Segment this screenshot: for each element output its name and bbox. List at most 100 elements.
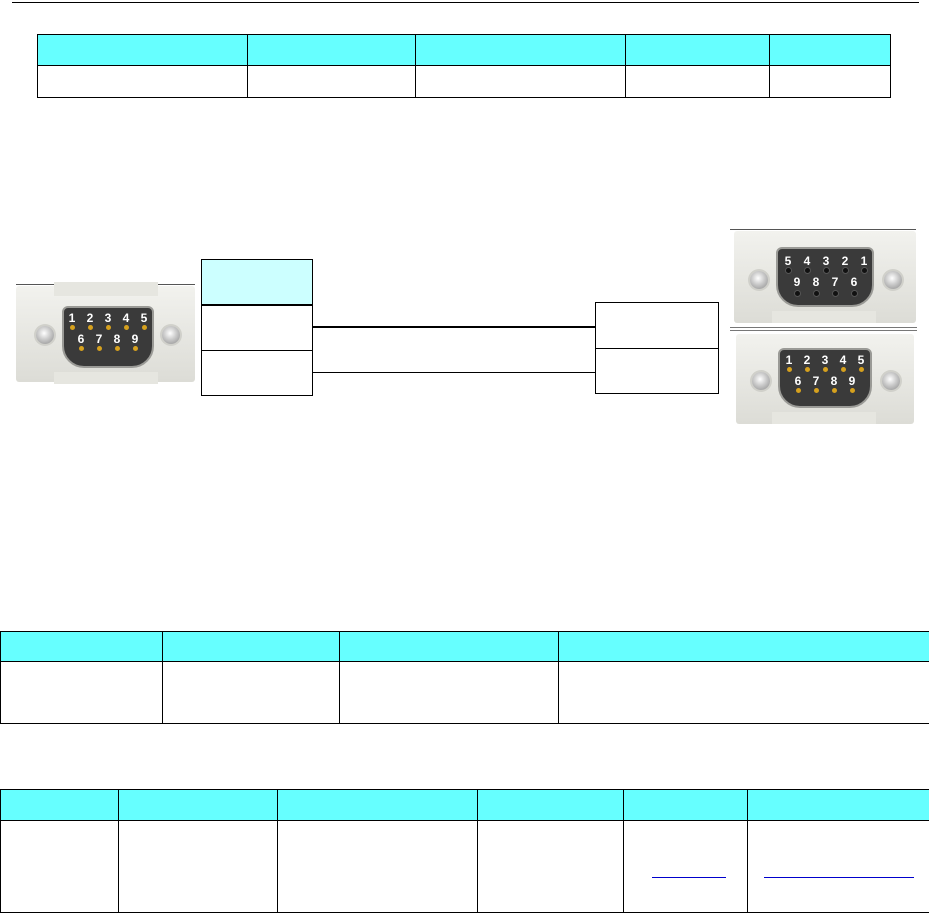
- table-cell[interactable]: [623, 820, 748, 913]
- pin-label: 1: [860, 254, 868, 268]
- db9-female-connector-left: 1 2 3 4 5 6 7 8 9: [16, 282, 195, 384]
- pin-dot: [805, 367, 810, 372]
- pin-label: 2: [841, 254, 849, 268]
- table-header-row: [0, 631, 929, 662]
- info-table-middle: [0, 631, 929, 724]
- pin-dot: [843, 268, 848, 273]
- table-header-row: [0, 789, 929, 821]
- connector-divider-line: [730, 327, 917, 328]
- pin-dot: [841, 367, 846, 372]
- pin-label: 2: [803, 353, 811, 367]
- pin-label: 7: [812, 374, 820, 388]
- pin-label: 8: [812, 275, 820, 289]
- wiring-pin-box-right: [595, 348, 719, 394]
- table-header-cell: [162, 631, 340, 662]
- pin-dot: [88, 325, 93, 330]
- pin-label: 2: [86, 311, 94, 325]
- hyperlink-underline[interactable]: [764, 877, 914, 878]
- pin-label: 1: [785, 353, 793, 367]
- connector-shell: [776, 247, 874, 307]
- table-cell: [477, 820, 624, 913]
- screw-icon: [752, 372, 770, 390]
- hyperlink-underline[interactable]: [652, 877, 726, 878]
- wiring-pin-box-right: [595, 302, 719, 349]
- pin-dot: [862, 268, 867, 273]
- screw-icon: [882, 372, 900, 390]
- db9-male-connector-right: 5 4 3 2 1 9 8 7 6: [730, 229, 916, 323]
- pin-label: 5: [857, 353, 865, 367]
- pin-label: 6: [794, 374, 802, 388]
- pin-label: 9: [793, 275, 801, 289]
- pin-dot: [852, 291, 857, 296]
- wire-line: [313, 326, 595, 328]
- pin-dot: [133, 346, 138, 351]
- pin-dot: [142, 325, 147, 330]
- table-cell: [162, 661, 340, 724]
- table-cell: [415, 65, 626, 98]
- pin-label: 9: [131, 332, 139, 346]
- pin-dot: [115, 346, 120, 351]
- table-cell: [0, 820, 119, 913]
- table-cell: [339, 661, 559, 724]
- pin-dot: [97, 346, 102, 351]
- wiring-pin-box-left: [201, 350, 313, 396]
- screw-icon: [750, 271, 768, 289]
- pin-label: 7: [95, 332, 103, 346]
- pin-dot: [814, 388, 819, 393]
- connector-tab: [54, 282, 158, 296]
- table-cell: [247, 65, 416, 98]
- table-cell: [0, 661, 163, 724]
- pin-label: 1: [68, 311, 76, 325]
- pin-label: 8: [113, 332, 121, 346]
- table-cell: [37, 65, 248, 98]
- screw-icon: [36, 326, 54, 344]
- pin-label: 6: [77, 332, 85, 346]
- pin-label: 3: [104, 311, 112, 325]
- pin-dot: [833, 291, 838, 296]
- table-header-cell: [0, 631, 163, 662]
- screw-icon: [162, 326, 180, 344]
- pin-dot: [823, 367, 828, 372]
- table-header-cell: [415, 34, 626, 66]
- connector-edge-line: [730, 229, 916, 230]
- pin-dot: [787, 367, 792, 372]
- info-table-bottom: [0, 789, 929, 913]
- pin-dot: [124, 325, 129, 330]
- table-header-cell: [558, 631, 929, 662]
- table-header-row: [37, 34, 891, 66]
- pin-dot: [814, 291, 819, 296]
- table-header-cell: [339, 631, 559, 662]
- pin-dot: [786, 268, 791, 273]
- pin-label: 4: [803, 254, 811, 268]
- pin-label: 5: [784, 254, 792, 268]
- pin-dot: [805, 268, 810, 273]
- info-table-top: [37, 34, 891, 98]
- pin-label: 3: [821, 353, 829, 367]
- screw-icon: [884, 271, 902, 289]
- table-header-cell: [247, 34, 416, 66]
- pin-dot: [106, 325, 111, 330]
- table-cell[interactable]: [747, 820, 929, 913]
- table-header-cell: [37, 34, 248, 66]
- connector-tab: [772, 311, 876, 323]
- pin-label: 6: [850, 275, 858, 289]
- connector-shell: [62, 306, 154, 368]
- wire-line: [313, 372, 595, 373]
- wiring-header-box: [201, 259, 313, 305]
- pin-label: 4: [122, 311, 130, 325]
- pin-label: 9: [848, 374, 856, 388]
- table-header-cell: [747, 789, 929, 821]
- pin-label: 5: [140, 311, 148, 325]
- table-row: [0, 820, 929, 913]
- pin-label: 3: [822, 254, 830, 268]
- pin-dot: [832, 388, 837, 393]
- table-cell: [558, 661, 929, 724]
- table-cell: [277, 820, 478, 913]
- pin-label: 4: [839, 353, 847, 367]
- pin-label: 8: [830, 374, 838, 388]
- table-cell: [625, 65, 770, 98]
- pin-dot: [859, 367, 864, 372]
- table-header-cell: [625, 34, 770, 66]
- table-header-cell: [0, 789, 119, 821]
- table-cell: [118, 820, 278, 913]
